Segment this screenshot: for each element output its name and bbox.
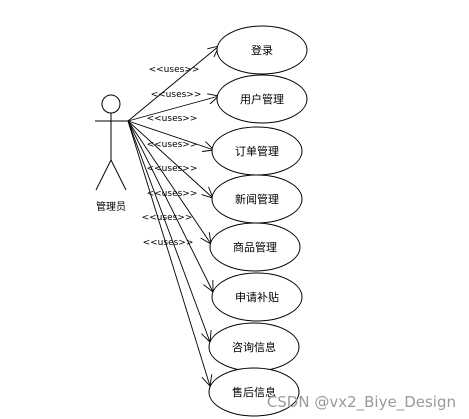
uses-label: <<uses>> — [147, 140, 198, 150]
uses-label: <<uses>> — [147, 114, 198, 124]
actor-figure — [95, 94, 128, 191]
association-line — [127, 95, 220, 122]
stereotype-labels: <<uses>> <<uses>> <<uses>> <<uses>> <<uses>>… — [142, 65, 202, 248]
association-line — [127, 120, 215, 151]
association-line — [127, 120, 212, 245]
usecase-label: 登录 — [251, 43, 273, 57]
uses-label: <<uses>> — [149, 65, 200, 75]
actor-label: 管理员 — [96, 200, 126, 213]
usecase-ellipse — [209, 222, 301, 272]
actor-head — [101, 94, 121, 114]
uses-label: <<uses>> — [142, 213, 193, 223]
usecase-label: 申请补贴 — [235, 290, 279, 304]
usecase-label: 订单管理 — [235, 144, 279, 158]
usecase-label: 新闻管理 — [235, 192, 279, 206]
association-line — [127, 120, 211, 343]
association-lines — [127, 45, 220, 387]
usecase-label: 商品管理 — [233, 240, 277, 254]
association-line — [127, 45, 220, 122]
uses-label: <<uses>> — [147, 164, 198, 174]
usecase-ellipse — [208, 367, 300, 417]
usecase-label: 咨询信息 — [232, 340, 276, 354]
actor-right-leg — [110, 159, 127, 191]
actor-left-leg — [95, 159, 112, 191]
usecase-ellipse — [216, 74, 308, 124]
usecase-ellipse — [211, 272, 303, 322]
uses-label: <<uses>> — [151, 90, 202, 100]
association-line — [127, 120, 214, 199]
usecase-label: 售后信息 — [232, 385, 276, 399]
uses-label: <<uses>> — [143, 238, 194, 248]
usecase-label: 用户管理 — [240, 92, 284, 106]
uses-label: <<uses>> — [147, 189, 198, 199]
watermark: CSDN @vx2_Biye_Design — [267, 393, 456, 412]
association-line — [127, 120, 211, 387]
association-line — [127, 120, 214, 293]
usecase-ellipse — [216, 25, 308, 75]
